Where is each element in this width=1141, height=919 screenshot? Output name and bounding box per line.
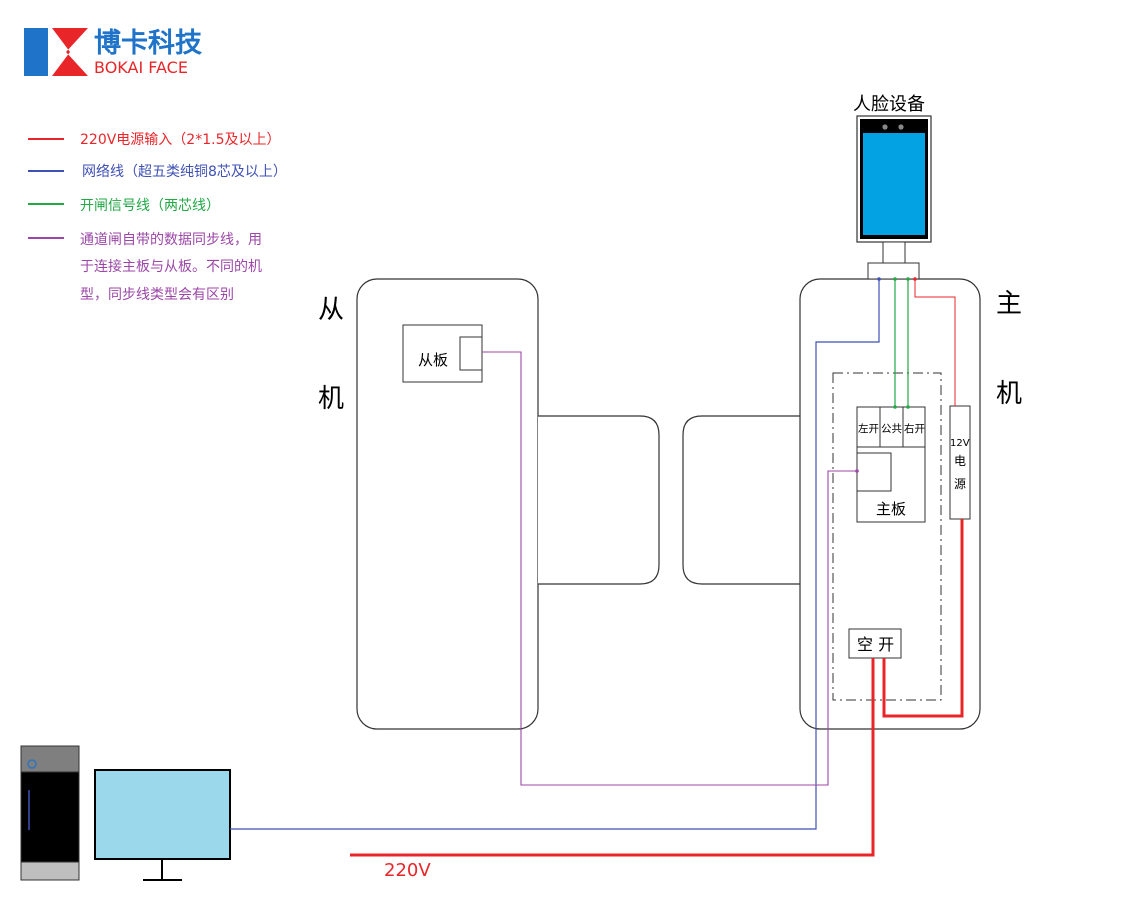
- pc-power-button-icon: [27, 759, 37, 769]
- signal-dot-1: [893, 405, 897, 409]
- terminal-common: 公共: [881, 423, 902, 435]
- monitor: [94, 769, 231, 881]
- legend-label-sync-line-3: 型，同步线类型会有区别: [80, 287, 234, 303]
- monitor-screen: [94, 769, 231, 860]
- psu-label-12v: 12V: [950, 438, 970, 449]
- pc-tower-base: [20, 861, 80, 881]
- terminal-left-open: 左开: [858, 422, 879, 435]
- signal-dot-4: [906, 277, 910, 281]
- pc-tower: [20, 745, 80, 881]
- logo-mark-blue: [24, 28, 48, 76]
- logo-mark-red: [52, 28, 88, 76]
- legend-label-sync-line-1: 通道闸自带的数据同步线，用: [80, 232, 262, 248]
- psu-12v-box: [949, 405, 971, 520]
- pc-tower-top: [20, 745, 80, 773]
- network-cable-dot: [877, 277, 881, 281]
- circuit-breaker-label: 空 开: [857, 635, 894, 654]
- slave-flap: [538, 415, 660, 585]
- legend-label-network: 网络线（超五类纯铜8芯及以上）: [82, 164, 287, 180]
- face-device-stem: [882, 241, 906, 264]
- face-device-screen: [863, 133, 925, 235]
- slave-title-1: 从: [318, 295, 344, 325]
- master-title-1: 主: [996, 289, 1022, 319]
- legend-label-sync-line-2: 于连接主板与从板。不同的机: [80, 258, 262, 275]
- terminal-right-open: 右开: [904, 422, 925, 435]
- psu-label-electric: 电: [954, 454, 966, 468]
- face-device: 人脸设备: [853, 94, 932, 280]
- slave-board-label: 从板: [418, 351, 448, 369]
- main-board-port: [856, 452, 892, 492]
- legend-label-power: 220V电源输入（2*1.5及以上）: [80, 132, 280, 148]
- company-logo: 博卡科技 BOKAI FACE: [24, 27, 202, 77]
- logo-name-en: BOKAI FACE: [94, 58, 188, 77]
- slave-title-2: 机: [318, 384, 344, 414]
- control-compartment: [832, 372, 942, 701]
- slave-gate: 从板: [356, 278, 660, 730]
- face-device-sensor-icon: [898, 124, 904, 130]
- terminal-block: [856, 406, 926, 448]
- slave-board-port: [459, 336, 483, 371]
- legend: 220V电源输入（2*1.5及以上） 网络线（超五类纯铜8芯及以上） 开闸信号线…: [28, 132, 287, 303]
- face-device-camera-icon: [882, 124, 888, 130]
- logo-name-cn: 博卡科技: [94, 27, 202, 59]
- legend-label-signal: 开闸信号线（两芯线）: [80, 198, 220, 214]
- circuit-breaker-box: [848, 628, 902, 659]
- sync-cable: [482, 351, 857, 786]
- device-power-dot: [913, 277, 917, 281]
- network-cable: [230, 279, 880, 830]
- psu-label-source: 源: [954, 477, 966, 491]
- signal-dot-3: [893, 277, 897, 281]
- sync-cable-dot: [855, 469, 859, 473]
- main-board-label: 主板: [876, 500, 906, 518]
- master-gate: 左开 公共 右开 主板 12V 电 源 空 开: [682, 278, 981, 730]
- face-device-mount: [867, 262, 920, 280]
- master-title-2: 机: [996, 379, 1022, 409]
- device-power-wire: [914, 279, 956, 406]
- mains-voltage-label: 220V: [384, 860, 431, 881]
- face-device-label: 人脸设备: [853, 94, 925, 115]
- mains-input-cable: [350, 658, 875, 857]
- master-flap: [682, 415, 800, 585]
- breaker-to-psu-cable: [882, 519, 964, 718]
- signal-dot-2: [906, 405, 910, 409]
